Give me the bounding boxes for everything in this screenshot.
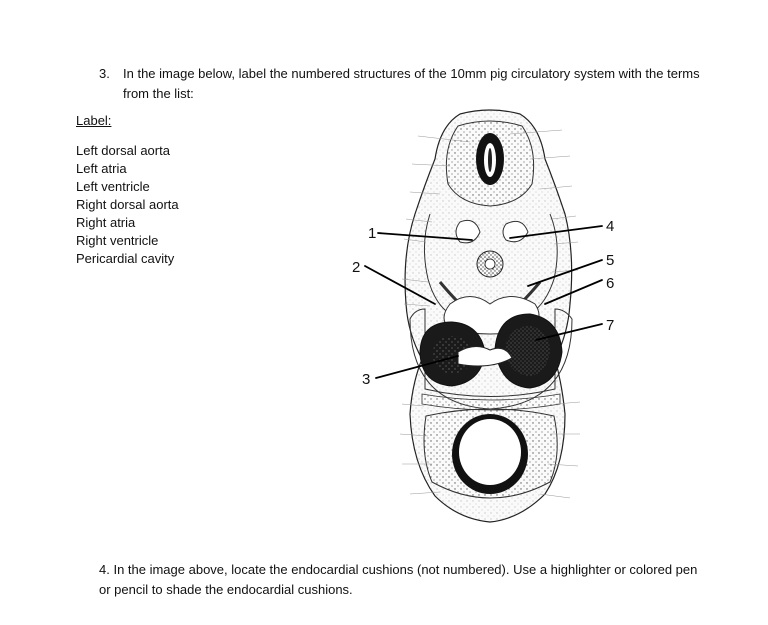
label-list: Left dorsal aorta Left atria Left ventri… [76,142,179,268]
label-item: Left dorsal aorta [76,143,170,158]
leader-line-2 [364,265,436,305]
leader-line-6 [544,279,603,305]
label-item: Right atria [76,215,136,230]
question-3-text: In the image below, label the numbered s… [123,66,700,101]
structure-number-7: 7 [606,317,614,334]
structure-number-2: 2 [352,259,360,276]
structure-number-1: 1 [368,225,376,242]
structure-number-5: 5 [606,252,614,269]
label-item: Left ventricle [76,179,150,194]
question-3-number: 3. [99,66,110,81]
endocardial-cushion [457,346,513,367]
label-item: Pericardial cavity [76,251,175,266]
leader-line-4 [509,225,603,239]
label-item: Right ventricle [76,233,159,248]
structure-number-3: 3 [362,371,370,388]
label-list-heading: Label: [76,113,112,128]
label-item: Right dorsal aorta [76,197,179,212]
leader-line-5 [527,259,603,287]
cross-section-drawing: 1 2 3 4 5 6 7 [352,109,614,523]
leader-line-1 [377,232,473,241]
structure-number-4: 4 [606,218,614,235]
question-4-text: 4. In the image above, locate the endoca… [99,562,698,597]
leader-line-7 [535,323,603,341]
label-item: Left atria [76,161,127,176]
pig-embryo-cross-section-figure: 1 2 3 4 5 6 7 [340,104,640,526]
right-dorsal-aorta [455,219,481,244]
leader-line-3 [375,355,459,379]
structure-number-6: 6 [606,275,614,292]
